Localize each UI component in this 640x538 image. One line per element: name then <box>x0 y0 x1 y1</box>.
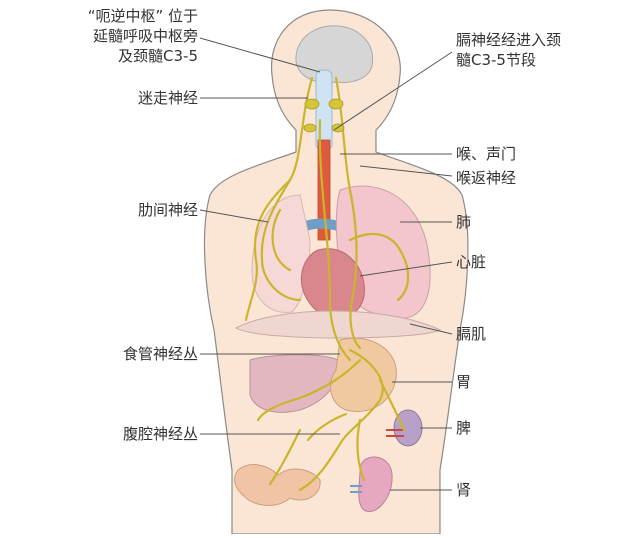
label-hiccup-center: “呃逆中枢” 位于 延髓呼吸中枢旁 及颈髓C3-5 <box>87 7 198 65</box>
label-vagus: 迷走神经 <box>137 89 198 107</box>
brain <box>295 25 374 83</box>
label-stomach: 胃 <box>456 373 472 391</box>
nerve-network <box>244 76 410 492</box>
label-celiac-plexus: 腹腔神经丛 <box>122 425 198 443</box>
label-diaphragm: 膈肌 <box>456 325 487 343</box>
label-esophageal-plexus: 食管神经丛 <box>122 345 198 363</box>
diaphragm-shape <box>234 310 442 339</box>
label-intercostal: 肋间神经 <box>137 201 198 219</box>
spinal-cord <box>315 69 333 151</box>
leader-lines <box>199 37 453 491</box>
nerve-ganglia <box>303 98 345 133</box>
label-larynx: 喉、声门 <box>456 145 517 163</box>
label-lung: 肺 <box>456 213 472 231</box>
label-kidney: 肾 <box>456 481 472 499</box>
intestine <box>234 464 321 506</box>
label-phrenic-entry: 膈神经经进入颈 髓C3-5节段 <box>456 31 562 69</box>
label-recurrent-laryngeal: 喉返神经 <box>456 169 517 187</box>
label-heart: 心脏 <box>456 253 487 271</box>
label-spleen: 脾 <box>456 419 472 437</box>
